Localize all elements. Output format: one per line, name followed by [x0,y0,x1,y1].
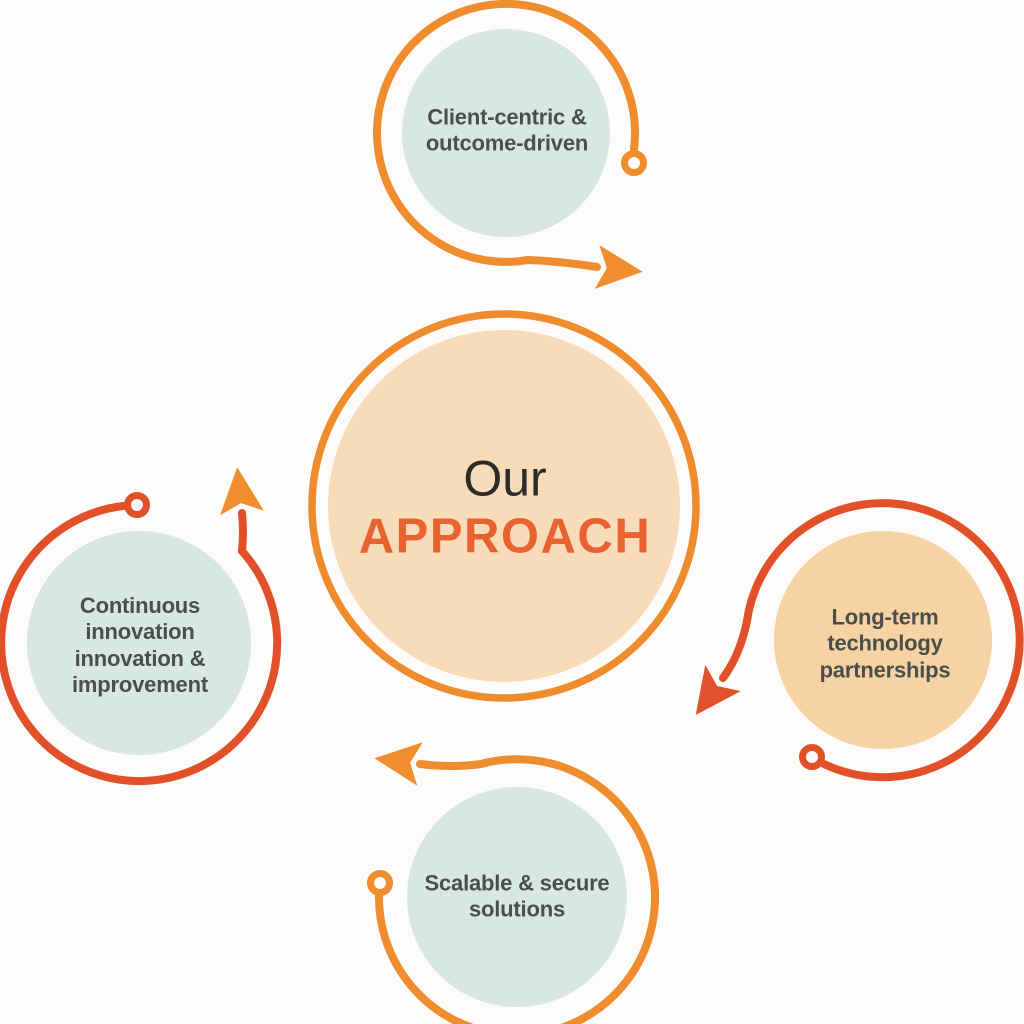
left-arc-ring-icon [124,492,150,518]
center-ring [308,310,700,702]
bottom-arrow-icon [374,742,423,786]
top-node-label: Client-centric & outcome-driven [425,104,589,156]
left-node-arc [0,502,282,786]
center-title-emphasis: APPROACH [358,509,652,564]
bottom-node-label: Scalable & secure solutions [424,870,610,922]
right-node-label: Long-term technology partnerships [819,604,951,683]
right-node-arc [719,499,1024,782]
right-arrow-icon [695,664,741,715]
top-arc-ring-icon [621,150,647,176]
top-node-arc [373,0,639,271]
right-node-circle [774,531,992,749]
top-arrow-icon [594,245,643,289]
top-node-circle [402,29,610,237]
right-arc-ring-icon [799,744,825,770]
left-node-label: Continuous innovation innovation & impro… [72,593,208,698]
center-title-prefix: Our [463,450,547,507]
center-circle [328,330,680,682]
left-node-circle [27,531,251,755]
bottom-node-arc [374,755,659,1024]
left-arrow-icon [220,467,264,516]
bottom-arc-ring-icon [367,870,393,896]
center-title: Our APPROACH [359,450,651,567]
bottom-node-circle [407,787,627,1007]
